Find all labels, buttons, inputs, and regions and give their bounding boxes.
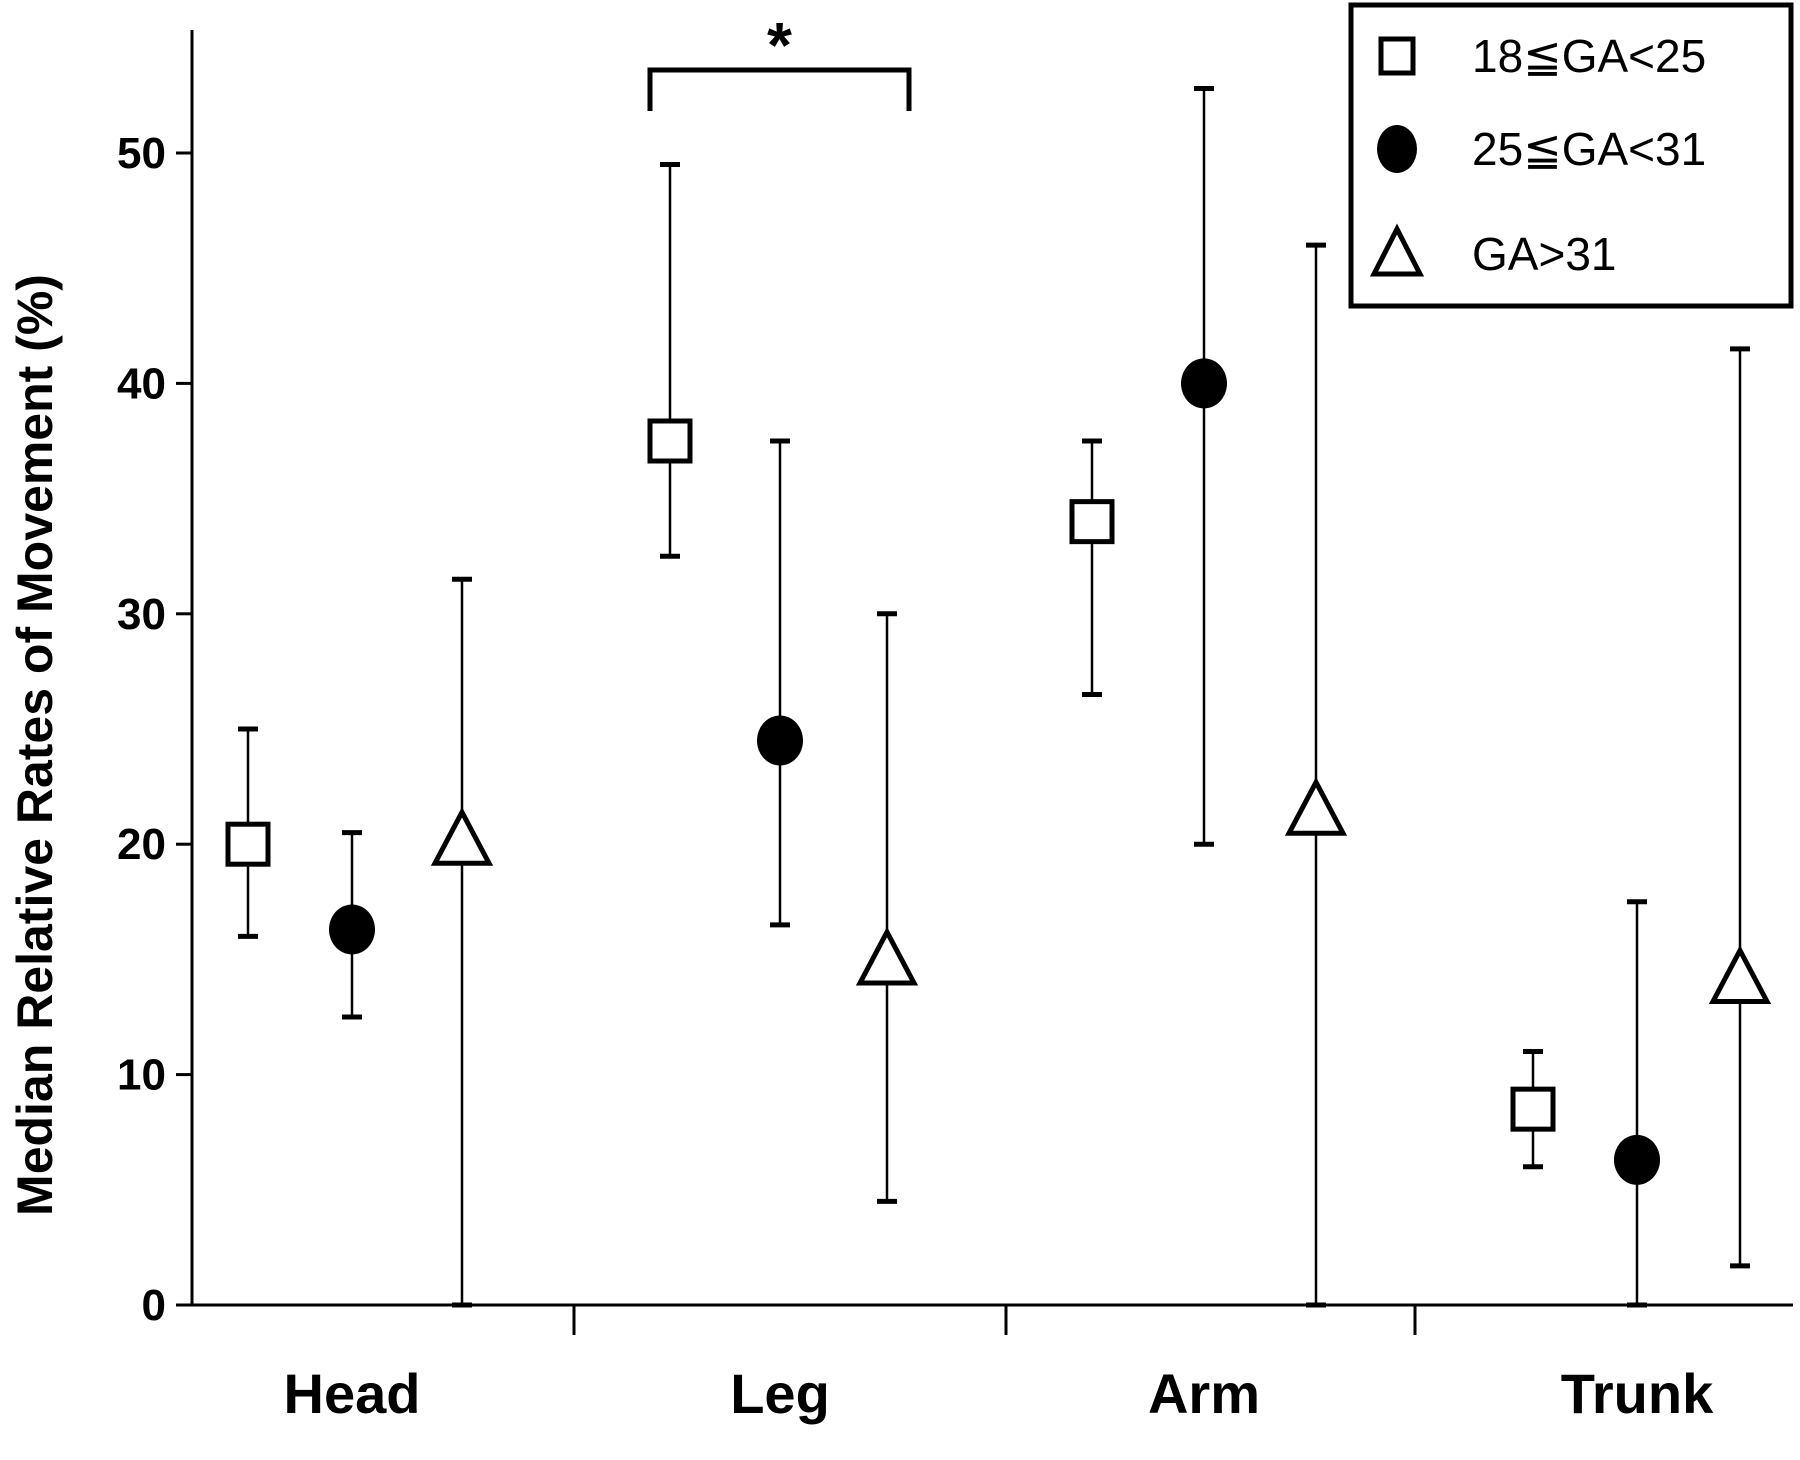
data-point-open-triangle (1284, 776, 1348, 836)
legend-marker-open-square (1378, 36, 1416, 76)
data-point-open-triangle (430, 806, 494, 866)
data-point-open-square (225, 821, 271, 867)
data-point-open-square (1069, 499, 1115, 545)
significance-bracket (647, 67, 912, 111)
legend-label: 18≦GA<25 (1472, 30, 1706, 82)
x-category-label-trunk: Trunk (1561, 1362, 1714, 1425)
legend-marker-filled-circle (1377, 125, 1417, 173)
legend-label: GA>31 (1472, 228, 1617, 280)
y-tick-label: 30 (117, 590, 166, 639)
legend-entry: 25≦GA<31 (1377, 123, 1706, 175)
data-point-open-triangle (855, 926, 919, 986)
x-category-label-leg: Leg (730, 1362, 830, 1425)
data-point-filled-circle (757, 715, 803, 766)
y-tick-label: 40 (117, 359, 166, 408)
data-point-filled-circle (1181, 358, 1227, 409)
x-category-label-arm: Arm (1148, 1362, 1260, 1425)
y-axis-title: Median Relative Rates of Movement (%) (7, 274, 63, 1216)
y-tick-label: 50 (117, 129, 166, 178)
legend-label: 25≦GA<31 (1472, 123, 1706, 175)
data-point-open-triangle (1708, 945, 1772, 1004)
y-tick-label: 20 (117, 820, 166, 869)
y-tick-label: 10 (117, 1051, 166, 1100)
data-point-open-square (1510, 1086, 1556, 1132)
legend-box (1348, 2, 1794, 309)
y-tick-label: 0 (142, 1281, 166, 1330)
significance-label: * (767, 9, 792, 81)
data-point-filled-circle (329, 904, 375, 955)
x-category-label-head: Head (284, 1362, 421, 1425)
data-point-open-square (647, 418, 693, 464)
legend-entry: GA>31 (1369, 223, 1617, 280)
legend-marker-open-triangle (1369, 223, 1425, 277)
data-point-filled-circle (1614, 1134, 1660, 1185)
legend-entry: 18≦GA<25 (1378, 30, 1706, 82)
